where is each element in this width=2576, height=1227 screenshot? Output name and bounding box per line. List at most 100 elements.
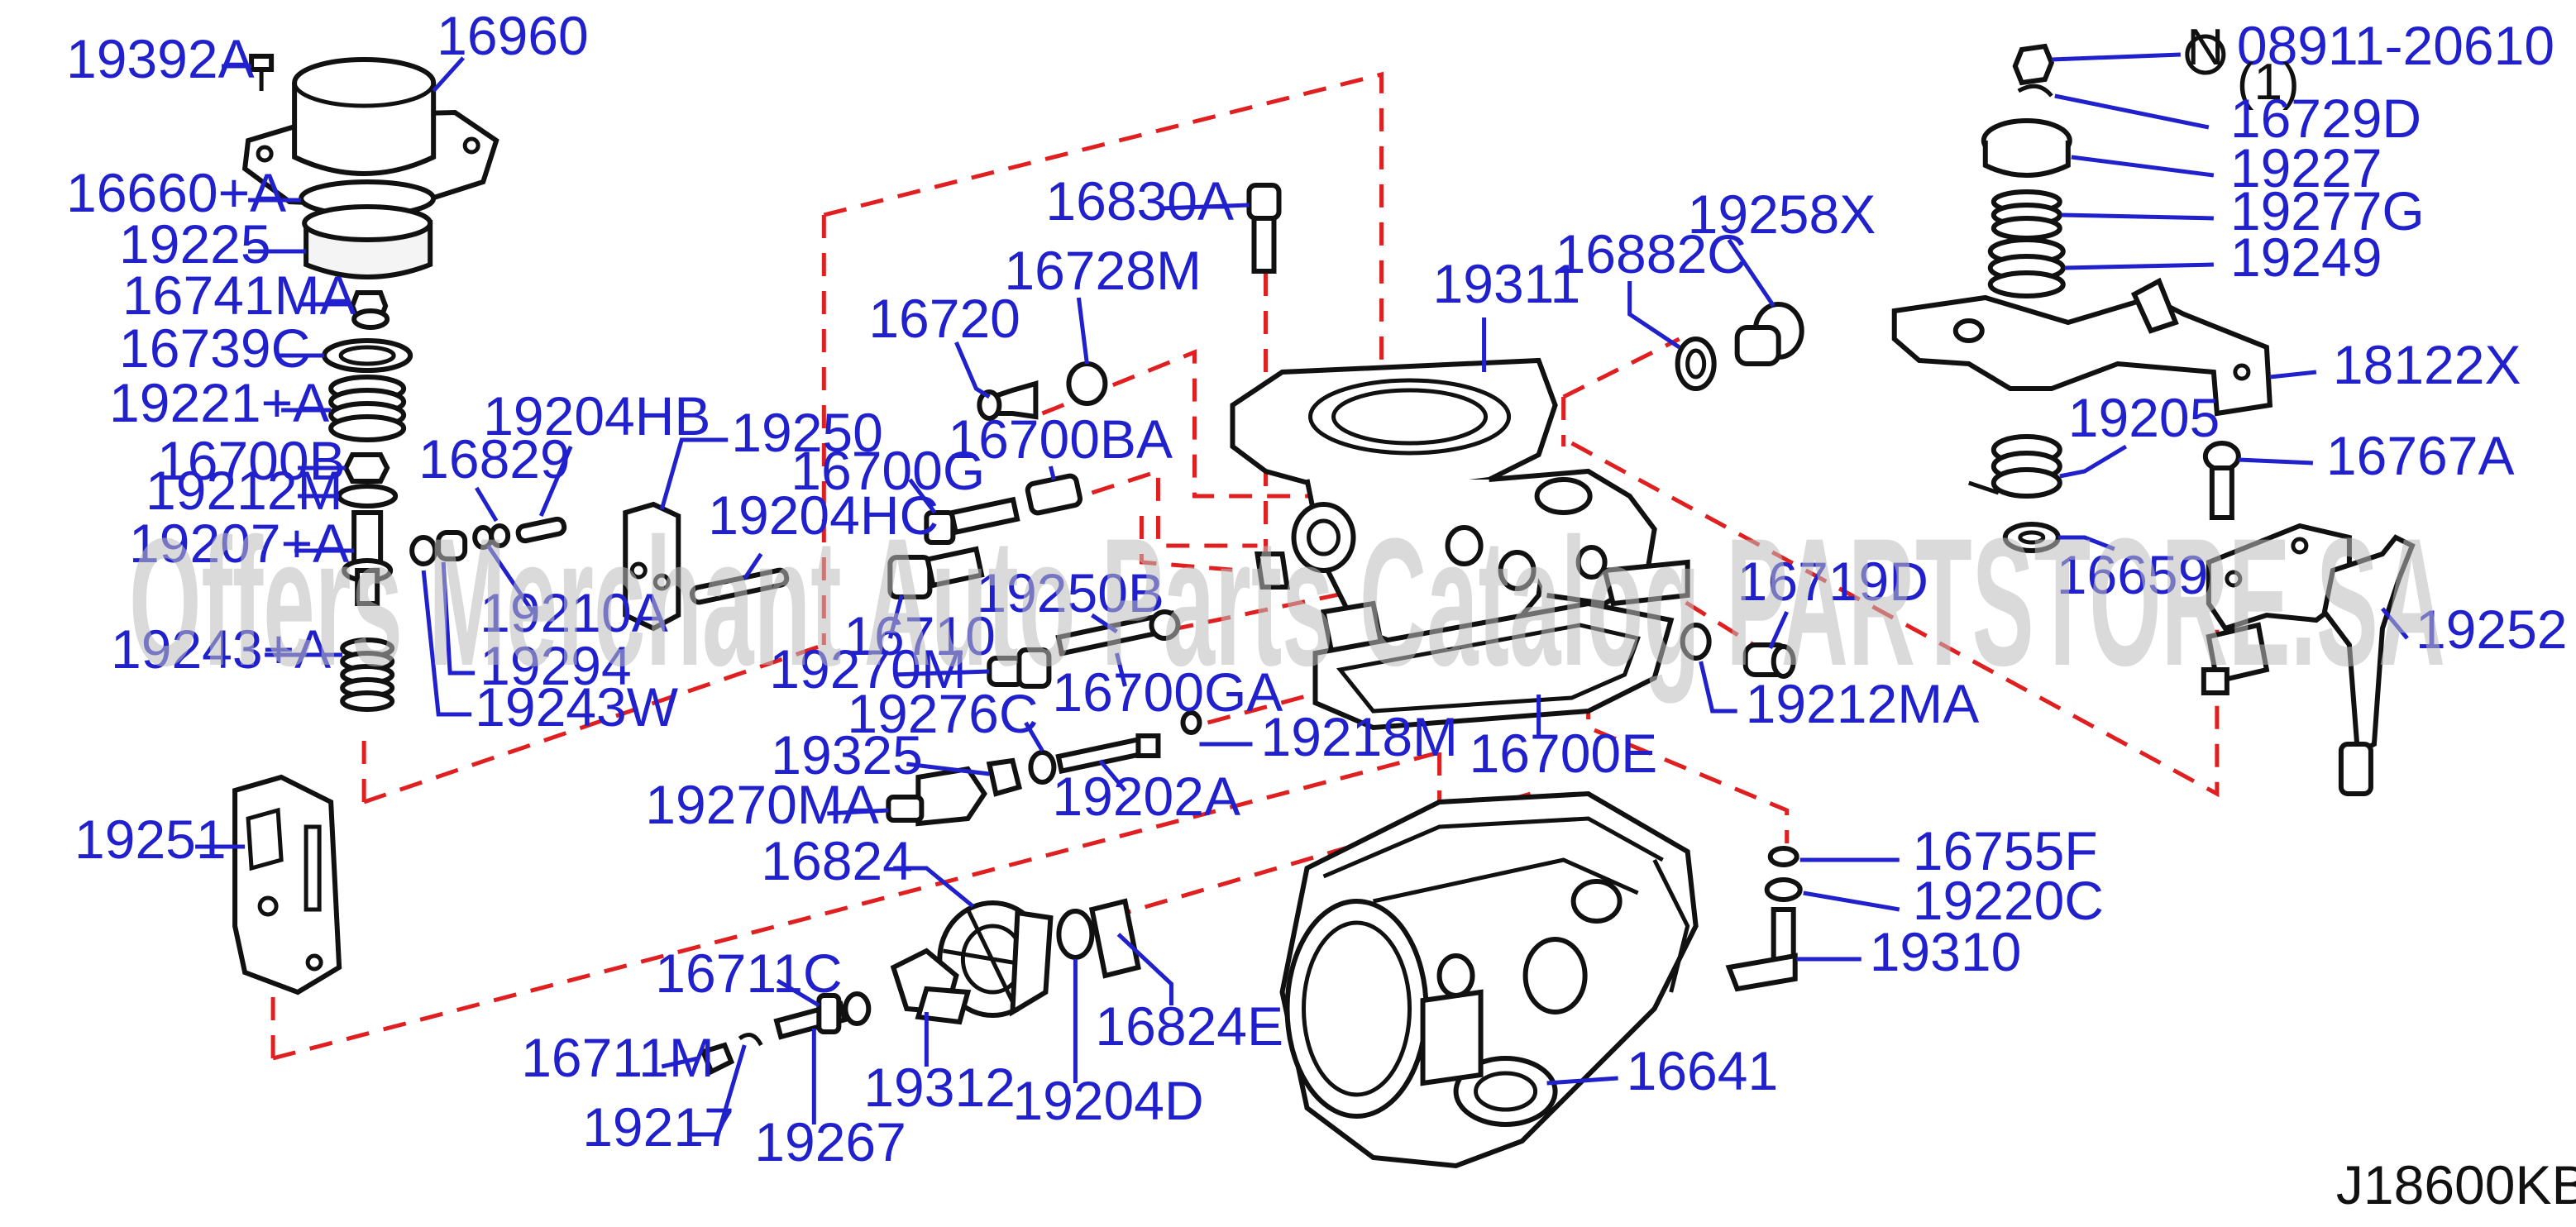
leader-lines — [195, 52, 2409, 1137]
callout-19270M[interactable]: 19270M — [769, 638, 967, 699]
callout-labels: 19392A 16960 16660+A 19225 16741MA 16739… — [66, 5, 2567, 1172]
callout-19204HB[interactable]: 19204HB — [483, 385, 710, 446]
oring-16882C-drawing — [1675, 337, 1717, 391]
callout-16659[interactable]: 16659 — [2057, 544, 2209, 605]
callout-16829[interactable]: 16829 — [418, 428, 571, 489]
shaft-19207-drawing — [342, 510, 394, 606]
nut-16700BA-drawing — [1025, 473, 1083, 516]
callout-19270MA[interactable]: 19270MA — [645, 774, 879, 835]
callout-19225[interactable]: 19225 — [119, 213, 271, 275]
note-symbol-circle — [2185, 34, 2226, 75]
callout-19217[interactable]: 19217 — [582, 1096, 734, 1158]
callout-19267[interactable]: 19267 — [754, 1111, 906, 1172]
callout-19277G[interactable]: 19277G — [2230, 180, 2425, 241]
washer-19204D-drawing — [1056, 909, 1095, 960]
callout-16660A[interactable]: 16660+A — [66, 162, 286, 223]
bracket-18122X-drawing — [1891, 277, 2273, 417]
callout-16700E[interactable]: 16700E — [1470, 723, 1658, 784]
screw-16767A-drawing — [2202, 441, 2241, 520]
callout-19312[interactable]: 19312 — [863, 1057, 1016, 1118]
housing-19311-drawing — [1230, 357, 1690, 656]
callout-19207A[interactable]: 19207+A — [129, 513, 349, 574]
callout-16720[interactable]: 16720 — [868, 288, 1020, 349]
callout-16711M[interactable]: 16711M — [521, 1027, 714, 1088]
pump-body-16641-drawing — [1279, 790, 1699, 1169]
callout-19252[interactable]: 19252 — [2416, 599, 2568, 660]
shim-16824E-drawing — [1088, 898, 1141, 979]
lever-19310-drawing — [1725, 907, 1798, 992]
callout-19325[interactable]: 19325 — [771, 724, 923, 785]
callout-19310[interactable]: 19310 — [1870, 921, 2022, 982]
callout-16641[interactable]: 16641 — [1627, 1040, 1779, 1101]
valve-19258X-drawing — [1734, 302, 1804, 366]
lever-19252-drawing — [2201, 523, 2416, 796]
callout-16700BA[interactable]: 16700BA — [948, 408, 1173, 470]
nut-19325-drawing — [986, 757, 1023, 797]
callout-19212MA[interactable]: 19212MA — [1746, 673, 1980, 734]
callout-19251[interactable]: 19251 — [74, 809, 227, 870]
callout-16700GA[interactable]: 16700GA — [1052, 661, 1283, 723]
diagram-code: J18600KB — [2336, 1154, 2576, 1215]
watermark: Offers Merchant Auto Parts Catalog PARTS… — [129, 500, 2445, 704]
callout-19210A[interactable]: 19210A — [480, 582, 668, 643]
callout-19276C[interactable]: 19276C — [847, 683, 1038, 744]
callout-16711C[interactable]: 16711C — [655, 943, 842, 1004]
screw-19202A-drawing — [1055, 733, 1161, 775]
spring-19221-drawing — [328, 375, 407, 442]
screw-16700G-drawing — [924, 496, 1020, 545]
lever-19251-drawing — [232, 774, 342, 995]
callout-19392A[interactable]: 19392A — [66, 28, 255, 89]
note-symbol: N — [2186, 19, 2224, 76]
callout-16824[interactable]: 16824 — [761, 830, 913, 891]
callout-19218M[interactable]: 19218M — [1260, 706, 1458, 767]
callout-16728M[interactable]: 16728M — [1004, 240, 1202, 301]
callout-19204D[interactable]: 19204D — [1012, 1070, 1203, 1131]
callout-19243A[interactable]: 19243+A — [111, 618, 331, 680]
callout-19258X[interactable]: 19258X — [1688, 184, 1876, 245]
callout-16719D[interactable]: 16719D — [1737, 551, 1928, 612]
callout-19243W[interactable]: 19243W — [475, 676, 679, 738]
callout-19311[interactable]: 19311 — [1433, 253, 1581, 314]
callout-16739C[interactable]: 16739C — [119, 317, 310, 379]
callout-16767A[interactable]: 16767A — [2326, 425, 2515, 486]
plug-16711M-drawing — [700, 1042, 735, 1076]
callout-08911-20610[interactable]: 08911-20610 — [2237, 15, 2554, 76]
plate-19250-drawing — [623, 501, 681, 632]
weight-19312-drawing — [890, 948, 972, 1025]
callout-19220C[interactable]: 19220C — [1913, 870, 2104, 931]
callout-16710[interactable]: 16710 — [844, 605, 996, 666]
callout-19204HC[interactable]: 19204HC — [708, 485, 939, 546]
spring-19205-drawing — [1967, 434, 2062, 499]
callout-16830A[interactable]: 16830A — [1045, 170, 1234, 232]
callout-19294[interactable]: 19294 — [480, 635, 632, 696]
callout-16824E[interactable]: 16824E — [1095, 995, 1283, 1057]
gasket-16700E-drawing — [1312, 600, 1675, 731]
callout-16700B[interactable]: 16700B — [157, 430, 346, 491]
callout-19227[interactable]: 19227 — [2230, 137, 2382, 198]
callout-16741MA[interactable]: 16741MA — [122, 265, 356, 326]
callout-19202A[interactable]: 19202A — [1052, 766, 1240, 827]
callout-18122X[interactable]: 18122X — [2333, 334, 2521, 395]
plug-16728M-drawing — [1066, 361, 1108, 406]
washer-19212MA-drawing — [1680, 623, 1712, 661]
callout-16882C[interactable]: 16882C — [1556, 223, 1747, 284]
collar-19227-drawing — [1981, 118, 2072, 178]
callout-16960[interactable]: 16960 — [437, 5, 589, 66]
callout-19212M[interactable]: 19212M — [146, 460, 343, 521]
oring-16755F-drawing — [1767, 846, 1799, 867]
callout-19221A[interactable]: 19221+A — [109, 372, 329, 433]
callout-19205[interactable]: 19205 — [2068, 387, 2220, 448]
callout-19250[interactable]: 19250 — [731, 402, 883, 463]
callout-16729D[interactable]: 16729D — [2230, 88, 2421, 149]
spring-19249-drawing — [1987, 237, 2066, 298]
screw-16720-drawing — [977, 380, 1039, 421]
callout-08911-qty: (1) — [2237, 54, 2300, 111]
callout-16755F[interactable]: 16755F — [1913, 820, 2098, 881]
callout-19250B[interactable]: 19250B — [976, 562, 1164, 623]
callout-19249[interactable]: 19249 — [2230, 227, 2382, 288]
washer-19220C-drawing — [1764, 877, 1803, 902]
callout-16700G[interactable]: 16700G — [791, 440, 985, 501]
bolt-19392A-drawing — [249, 54, 275, 91]
gear-16824-drawing — [937, 900, 1054, 1018]
